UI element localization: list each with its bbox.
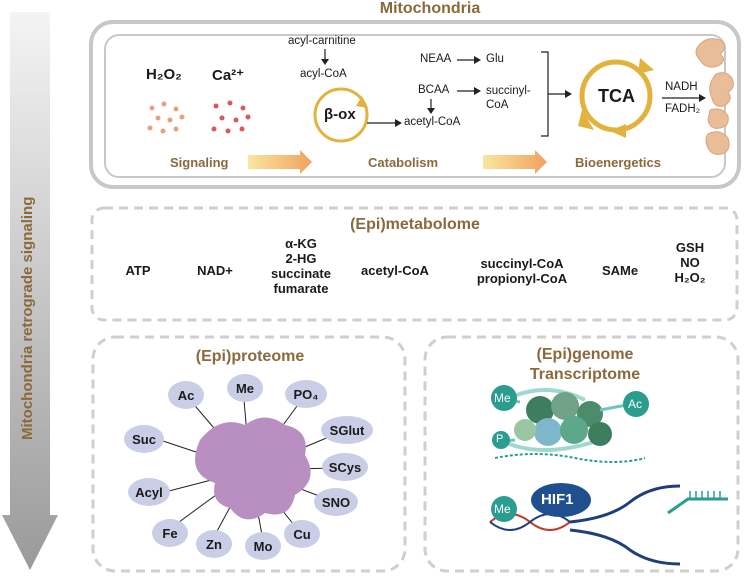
transcriptome-title: Transcriptome	[529, 366, 641, 383]
mod-scys: SCys	[322, 453, 368, 481]
mod-iron: Fe	[152, 519, 188, 547]
mod-methyl: Me	[227, 374, 263, 402]
mrna	[667, 491, 728, 515]
hif1-label: HIF1	[541, 491, 574, 508]
acyl-carnitine-label: acyl-carnitine	[288, 35, 356, 47]
acetyl-coa-label: acetyl-CoA	[404, 116, 461, 128]
nucleosome	[494, 388, 646, 463]
acyl-coa-label: acyl-CoA	[300, 68, 347, 80]
histone-phospho-label: P	[496, 433, 504, 445]
metabolite-acetyl-coa: acetyl-CoA	[361, 263, 429, 278]
neaa-label: NEAA	[420, 53, 452, 65]
etc-complexes	[695, 38, 734, 155]
succinyl-coa-label: succinyl-CoA	[486, 85, 531, 111]
metabolite-acyl-coas: succinyl-CoA propionyl-CoA	[476, 256, 568, 286]
epigenome-title: (Epi)genome	[536, 346, 634, 363]
histone-acetyl-label: Ac	[628, 397, 643, 411]
tca-label: TCA	[598, 86, 635, 106]
nadh-label: NADH	[665, 81, 698, 93]
mod-copper: Cu	[284, 520, 320, 548]
fadh2-label: FADH₂	[665, 103, 701, 115]
mod-zinc: Zn	[196, 530, 232, 558]
metabolite-akg-group: α-KG 2-HG succinate fumarate	[271, 236, 331, 296]
mitochondria-title: Mitochondria	[379, 0, 481, 17]
mod-acetyl: Ac	[168, 381, 204, 409]
h2o2-dots	[147, 101, 185, 134]
h2o2-label: H₂O₂	[146, 66, 182, 83]
histone-methyl-label: Me	[494, 391, 511, 405]
signaling-label: Signaling	[170, 155, 229, 170]
mod-molybdenum: Mo	[245, 532, 281, 560]
metabolome-title: (Epi)metabolome	[350, 216, 480, 233]
retrograde-arrow	[2, 12, 58, 570]
metabolite-atp: ATP	[125, 263, 151, 278]
mod-sno: SNO	[314, 488, 358, 516]
metabolite-same: SAMe	[601, 263, 639, 278]
mod-succinyl: Suc	[124, 425, 164, 453]
metabolite-nad: NAD+	[197, 263, 233, 278]
bcaa-label: BCAA	[418, 84, 450, 96]
catabolism-label: Catabolism	[368, 155, 439, 170]
metabolite-gsh-group: GSH NO H₂O₂	[674, 240, 706, 285]
glu-label: Glu	[486, 53, 504, 65]
calcium-label: Ca²⁺	[212, 67, 245, 84]
beta-ox-label: β-ox	[324, 106, 356, 123]
bioenergetics-label: Bioenergetics	[575, 155, 661, 170]
dna-methyl-label: Me	[494, 502, 511, 516]
mod-acyl: Acyl	[128, 478, 170, 506]
protein-blob	[195, 417, 311, 520]
calcium-dots	[211, 100, 251, 134]
mod-sglut: SGlut	[321, 416, 373, 444]
proteome-title: (Epi)proteome	[195, 348, 305, 365]
mod-phosphate: PO₄	[285, 380, 327, 408]
